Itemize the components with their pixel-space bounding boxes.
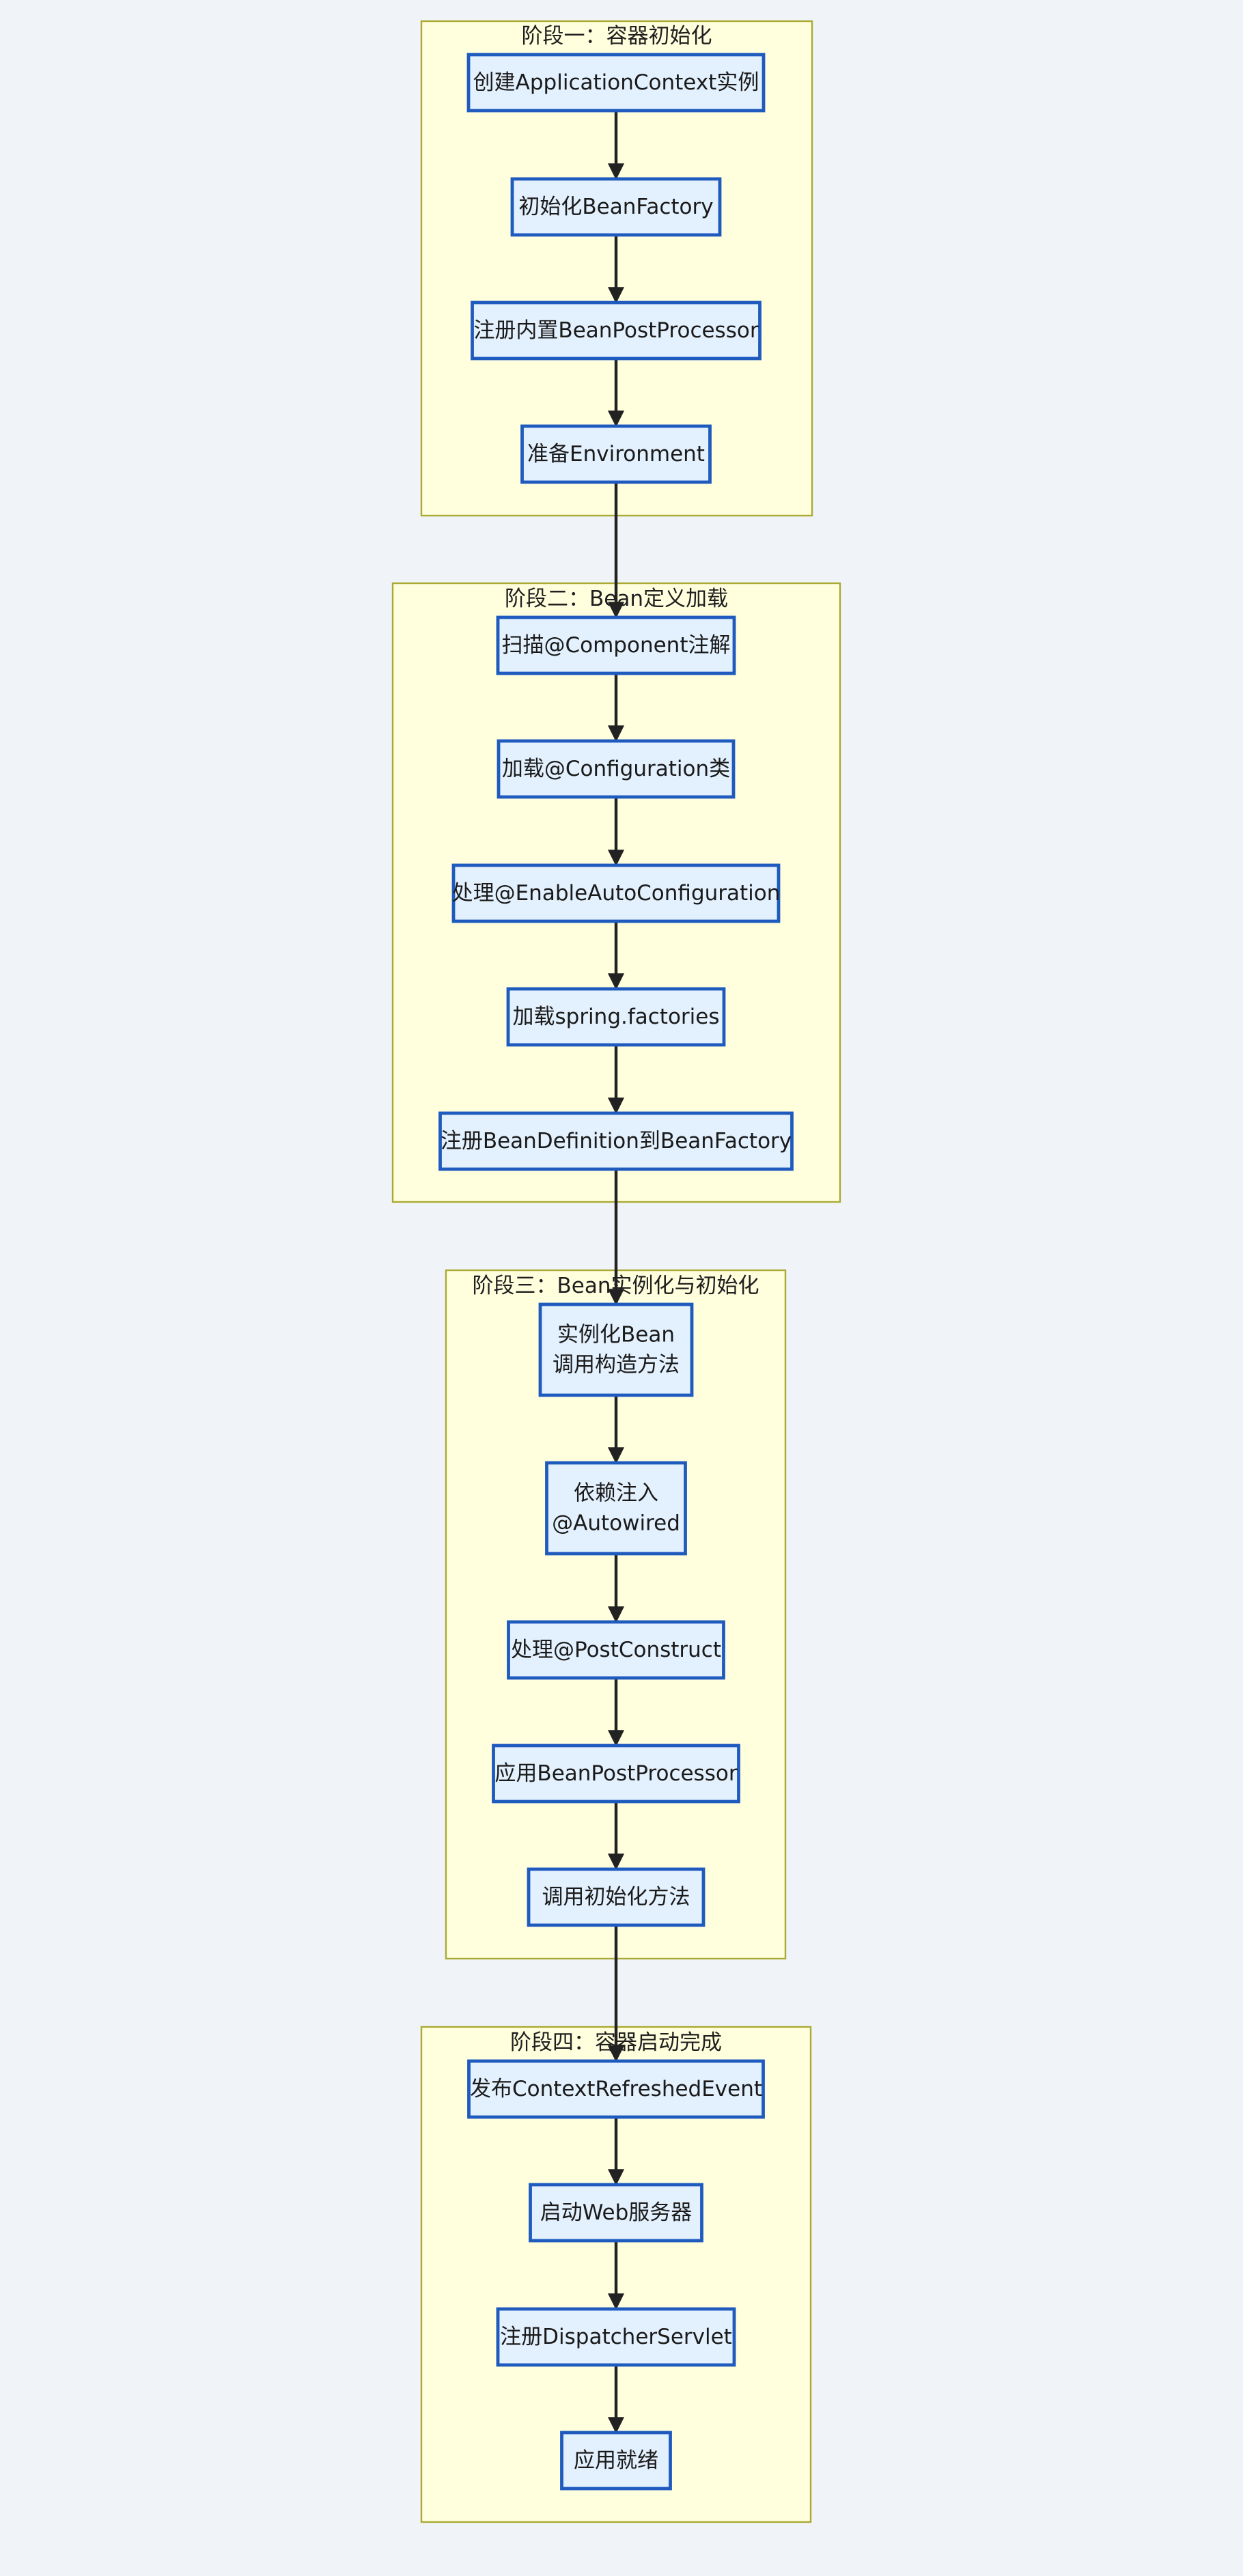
- flow-node-box: [507, 1620, 725, 1680]
- flow-node-n6: 加载@Configuration类: [497, 739, 736, 799]
- flow-node-n9: 注册BeanDefinition到BeanFactory: [438, 1111, 794, 1171]
- flow-node-label: 加载spring.factories: [512, 1005, 719, 1029]
- flow-node-box: [467, 2059, 765, 2119]
- flow-node-box: [496, 615, 736, 675]
- flow-node-n18: 应用就绪: [560, 2431, 672, 2491]
- flow-node-label: 调用构造方法: [553, 1353, 680, 1377]
- flow-node-box: [545, 1461, 687, 1556]
- flow-node-n11: 依赖注入 @Autowired: [545, 1461, 687, 1556]
- flow-node-box: [506, 987, 726, 1047]
- flow-node-box: [560, 2431, 672, 2491]
- flow-node-label: 启动Web服务器: [540, 2200, 693, 2225]
- flow-node-label: @Autowired: [552, 1511, 680, 1536]
- flow-node-box: [451, 863, 781, 923]
- flow-node-box: [538, 1302, 694, 1397]
- flow-node-label: 注册BeanDefinition到BeanFactory: [441, 1129, 792, 1153]
- flow-node-n17: 注册DispatcherServlet: [496, 2307, 736, 2367]
- flow-node-box: [492, 1744, 740, 1804]
- flow-node-box: [438, 1111, 794, 1171]
- flow-node-box: [527, 1867, 706, 1927]
- flow-node-label: 应用BeanPostProcessor: [494, 1761, 737, 1786]
- flow-node-label: 创建ApplicationContext实例: [473, 70, 759, 95]
- flow-node-box: [497, 739, 736, 799]
- flow-node-label: 注册内置BeanPostProcessor: [473, 318, 758, 343]
- flow-node-n1: 创建ApplicationContext实例: [466, 53, 766, 113]
- flow-node-label: 加载@Configuration类: [502, 757, 730, 781]
- flow-node-box: [529, 2183, 703, 2243]
- flow-node-label: 注册DispatcherServlet: [500, 2325, 732, 2349]
- flow-node-n5: 扫描@Component注解: [496, 615, 736, 675]
- flow-node-box: [471, 300, 762, 361]
- flow-node-label: 调用初始化方法: [542, 1885, 690, 1909]
- flow-node-n10: 实例化Bean 调用构造方法: [538, 1302, 694, 1397]
- flow-node-n13: 应用BeanPostProcessor: [492, 1744, 740, 1804]
- flow-node-n14: 调用初始化方法: [527, 1867, 706, 1927]
- flow-node-n4: 准备Environment: [520, 424, 712, 484]
- flow-node-label: 准备Environment: [527, 442, 705, 466]
- flow-node-label: 扫描@Component注解: [502, 633, 731, 658]
- flow-node-label: 处理@PostConstruct: [511, 1638, 721, 1662]
- cluster-title: 阶段一：容器初始化: [522, 24, 712, 48]
- flow-node-label: 依赖注入: [574, 1481, 658, 1506]
- flow-node-box: [520, 424, 712, 484]
- flow-node-label: 发布ContextRefreshedEvent: [470, 2077, 762, 2101]
- flow-node-label: 处理@EnableAutoConfiguration: [452, 881, 781, 906]
- flow-node-label: 应用就绪: [574, 2448, 658, 2473]
- flow-node-box: [510, 177, 722, 237]
- flow-node-n7: 处理@EnableAutoConfiguration: [451, 863, 781, 923]
- flow-node-label: 初始化BeanFactory: [518, 195, 713, 219]
- flow-node-box: [496, 2307, 736, 2367]
- flow-node-n16: 启动Web服务器: [529, 2183, 703, 2243]
- flow-node-box: [466, 53, 766, 113]
- flow-node-n15: 发布ContextRefreshedEvent: [467, 2059, 765, 2119]
- flow-node-n12: 处理@PostConstruct: [507, 1620, 725, 1680]
- flow-node-n2: 初始化BeanFactory: [510, 177, 722, 237]
- flow-node-n3: 注册内置BeanPostProcessor: [471, 300, 762, 361]
- flow-node-n8: 加载spring.factories: [506, 987, 726, 1047]
- flow-node-label: 实例化Bean: [557, 1323, 675, 1347]
